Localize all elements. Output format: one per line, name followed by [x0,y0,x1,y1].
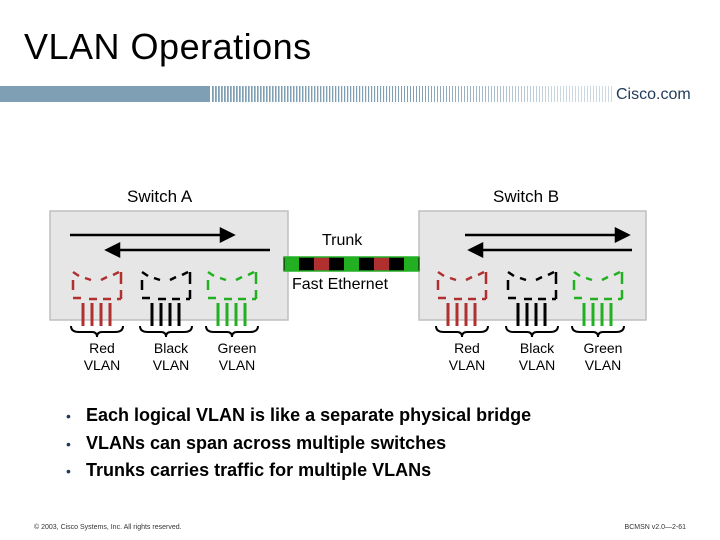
switch-a-label: Switch A [127,187,193,206]
trunk-segment [359,257,374,271]
footer-slide-number: BCMSN v2.0—2-61 [624,524,686,531]
vlan-port-group-a-red [70,270,124,338]
vlan-diagram [49,210,647,338]
bullet-item: •Trunks carries traffic for multiple VLA… [66,457,531,485]
trunk-segment [404,257,419,271]
bullet-dot-icon: • [66,435,71,452]
trunk-segment [314,257,329,271]
vlan-port-group-a-black [139,270,193,338]
vlan-port-group-b-green [571,270,625,338]
trunk-segment [299,257,314,271]
trunk-segment [329,257,344,271]
trunk-segment [374,257,389,271]
bullet-item: •Each logical VLAN is like a separate ph… [66,402,531,430]
trunk-segment [389,257,404,271]
switch-b-label: Switch B [493,187,560,206]
switch-b-arrows [465,226,632,259]
trunk-label: Trunk [322,232,363,249]
bullet-dot-icon: • [66,463,71,479]
switch-a-box [49,210,289,321]
page-title: VLAN Operations [24,26,312,67]
brand-logo-text: Cisco.com [616,86,691,103]
trunk-link [283,256,420,272]
bullet-list: •Each logical VLAN is like a separate ph… [66,402,531,485]
trunk-segment [344,257,359,271]
footer-copyright: © 2003, Cisco Systems, Inc. All rights r… [34,524,182,531]
vlan-port-group-b-red [435,270,489,338]
bullet-dot-icon: • [66,408,71,424]
vlan-port-group-a-green [205,270,259,338]
switch-b-box [418,210,647,321]
switch-a-arrows [70,226,270,259]
vlan-port-group-b-black [505,270,559,338]
bullet-item: •VLANs can span across multiple switches [66,430,531,458]
trunk-segment [284,257,299,271]
fast-ethernet-label: Fast Ethernet [292,276,389,293]
header-band [0,86,612,102]
